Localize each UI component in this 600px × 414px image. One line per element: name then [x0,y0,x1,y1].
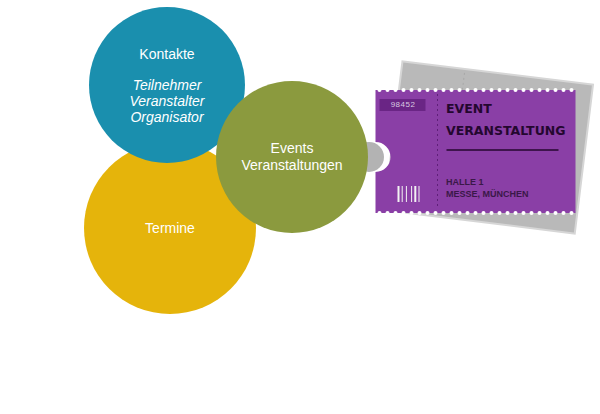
perforation [434,211,438,215]
circle-fill [84,142,256,314]
tear-line [437,94,438,209]
perforation [442,88,446,92]
perforation [402,211,406,215]
perforation [482,88,486,92]
ticket-title: EVENT VERANSTALTUNG [446,98,570,142]
perforation [490,211,494,215]
circle-body: Teilnehmer Veranstalter Organisator [117,77,217,125]
barcode-bar [411,186,412,202]
perforation [506,211,510,215]
perforation [402,88,406,92]
perforation [450,88,454,92]
perforation [386,88,390,92]
perforation [466,211,470,215]
perforation [418,211,422,215]
perforation [570,88,574,92]
perforation [482,211,486,215]
barcode-bar [419,186,420,202]
perforation [426,88,430,92]
perforation [562,88,566,92]
perforation [506,88,510,92]
perforation [562,211,566,215]
events-circle: Events Veranstaltungen [216,81,368,233]
perforation [554,211,558,215]
perforation [450,211,454,215]
perforation [378,88,382,92]
perforation [474,88,478,92]
perforation [554,88,558,92]
perforation [530,88,534,92]
perforation [426,211,430,215]
perforation [394,211,398,215]
perforation [458,211,462,215]
ticket-body [376,90,576,213]
perforation [378,211,382,215]
perforation [418,88,422,92]
perforation [410,88,414,92]
perforation [410,211,414,215]
perforation [442,211,446,215]
circle-heading: Termine [105,220,235,237]
perforation [514,211,518,215]
perforation [386,211,390,215]
number-tab [380,99,426,111]
ticket-hall: HALLE 1 [446,177,570,188]
perforation [498,88,502,92]
barcode-bar [402,186,403,202]
perforation [394,88,398,92]
perforation [538,211,542,215]
circle-heading: Kontakte [107,46,227,63]
perforation [498,211,502,215]
circle-fill [216,81,368,233]
perforation [546,211,550,215]
barcode-bar [398,186,400,202]
circle-content: Events Veranstaltungen [216,81,368,233]
barcode-bar [406,186,407,202]
ticket-number: 98452 [381,100,425,110]
perforation [570,211,574,215]
perforation [490,88,494,92]
perforation [546,88,550,92]
perforation [458,88,462,92]
event-ticket: 98452 EVENT VERANSTALTUNG HALLE 1MESSE, MÜ… [375,90,576,213]
title-rule [447,149,559,151]
perforation [434,88,438,92]
perforation [522,211,526,215]
ticket-venue: MESSE, MÜNCHEN [446,189,570,200]
perforation [522,88,526,92]
perforation [538,88,542,92]
perforation [530,211,534,215]
perforation [474,211,478,215]
circle-heading: Events Veranstaltungen [233,140,351,174]
perforation [514,88,518,92]
barcode-bar [414,186,416,202]
perforation [466,88,470,92]
